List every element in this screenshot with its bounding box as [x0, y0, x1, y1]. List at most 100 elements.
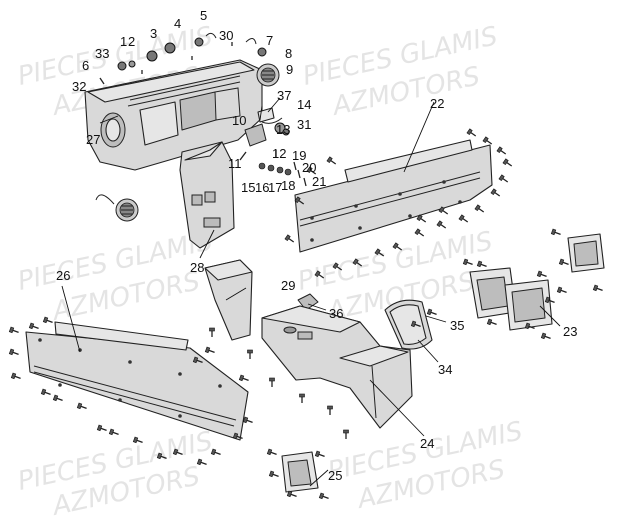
- callout-3: 3: [150, 26, 157, 41]
- screw-icon: [232, 432, 243, 440]
- screw-icon: [156, 452, 167, 460]
- screw-icon: [42, 316, 53, 324]
- callout-9: 9: [286, 62, 293, 77]
- callout-12: 12: [272, 146, 286, 161]
- screws-part-25: [266, 448, 329, 500]
- screw-icon: [299, 393, 305, 403]
- screw-icon: [438, 206, 449, 215]
- switch-cluster-group: [239, 107, 290, 161]
- screw-icon: [352, 258, 363, 267]
- screw-icon: [268, 470, 279, 478]
- screw-icon: [326, 156, 337, 165]
- screw-icon: [192, 356, 203, 364]
- callout-13: 13: [276, 122, 290, 137]
- callout-31: 31: [297, 117, 311, 132]
- side-panel-part-26: [25, 321, 249, 441]
- callout-11: 11: [228, 156, 242, 171]
- screw-icon: [318, 492, 329, 500]
- screw-icon: [498, 174, 509, 183]
- callout-16: 16: [255, 180, 269, 195]
- callout-36: 36: [329, 306, 343, 321]
- screw-icon: [327, 405, 333, 415]
- callout-18: 18: [281, 178, 295, 193]
- callout-10: 10: [232, 113, 246, 128]
- screw-icon: [204, 346, 215, 354]
- callout-2: 2: [128, 34, 135, 49]
- screw-icon: [502, 158, 513, 167]
- screw-icon: [540, 332, 551, 340]
- screw-icon: [410, 320, 421, 328]
- screw-icon: [462, 258, 473, 266]
- screw-icon: [474, 204, 485, 213]
- screw-icon: [172, 448, 183, 456]
- callout-7: 7: [266, 33, 273, 48]
- callout-8: 8: [285, 46, 292, 61]
- screw-icon: [8, 348, 19, 356]
- screw-icon: [436, 220, 447, 229]
- screw-icon: [108, 428, 119, 436]
- screw-icon: [496, 146, 507, 155]
- callout-labels: 1 2 3 4 5 6 7 8 9 10 11 12 13 14 15 16 1…: [56, 8, 577, 483]
- screw-icon: [314, 450, 325, 458]
- screw-icon: [392, 242, 403, 251]
- screw-icon: [332, 262, 343, 271]
- callout-37: 37: [277, 88, 291, 103]
- screw-icon: [490, 188, 501, 197]
- screw-icon: [284, 234, 295, 243]
- console-bracket-part-29: [204, 259, 253, 341]
- callout-34: 34: [438, 362, 452, 377]
- callout-5: 5: [200, 8, 207, 23]
- callout-21: 21: [312, 174, 326, 189]
- callout-32: 32: [72, 79, 86, 94]
- screw-icon: [426, 308, 437, 316]
- callout-23: 23: [563, 324, 577, 339]
- callout-30: 30: [219, 28, 233, 43]
- screw-icon: [414, 228, 425, 237]
- screw-icon: [269, 377, 275, 387]
- grille-part-25: [281, 451, 319, 493]
- screw-icon: [266, 448, 277, 456]
- screw-icon: [132, 436, 143, 444]
- callout-17: 17: [268, 180, 282, 195]
- callout-35: 35: [450, 318, 464, 333]
- screw-icon: [210, 448, 221, 456]
- leader-lines: [61, 97, 561, 487]
- cover-part-34: [384, 299, 433, 350]
- center-console-panel-part-28: [179, 141, 235, 249]
- screw-icon: [10, 372, 21, 380]
- callout-6: 6: [82, 58, 89, 73]
- screw-icon: [343, 429, 349, 439]
- screw-icon: [458, 214, 469, 223]
- callout-22: 22: [430, 96, 444, 111]
- screw-icon: [486, 318, 497, 326]
- callout-20: 20: [302, 160, 316, 175]
- screw-icon: [556, 286, 567, 294]
- screw-icon: [306, 166, 317, 175]
- screws-part-22: [284, 128, 513, 279]
- screw-icon: [524, 322, 535, 330]
- screw-icon: [286, 490, 297, 498]
- screw-icon: [8, 326, 19, 334]
- loose-air-vent: [95, 194, 139, 222]
- screws-misc: [209, 308, 437, 439]
- switch-knobs-group: [99, 32, 267, 85]
- screw-icon: [238, 374, 249, 382]
- screw-icon: [536, 270, 547, 278]
- air-vent-part-9: [256, 63, 280, 87]
- callout-27: 27: [86, 132, 100, 147]
- screw-icon: [416, 214, 427, 223]
- screw-icon: [466, 128, 477, 137]
- callout-24: 24: [420, 436, 434, 451]
- callout-25: 25: [328, 468, 342, 483]
- grille-frame-part-23: [469, 233, 605, 331]
- screw-icon: [96, 424, 107, 432]
- callout-1: 1: [120, 34, 127, 49]
- callout-19: 19: [292, 148, 306, 163]
- screw-icon: [247, 349, 253, 359]
- callout-14: 14: [297, 97, 311, 112]
- screw-icon: [40, 388, 51, 396]
- screw-icon: [76, 402, 87, 410]
- callout-15: 15: [241, 180, 255, 195]
- screw-icon: [374, 248, 385, 257]
